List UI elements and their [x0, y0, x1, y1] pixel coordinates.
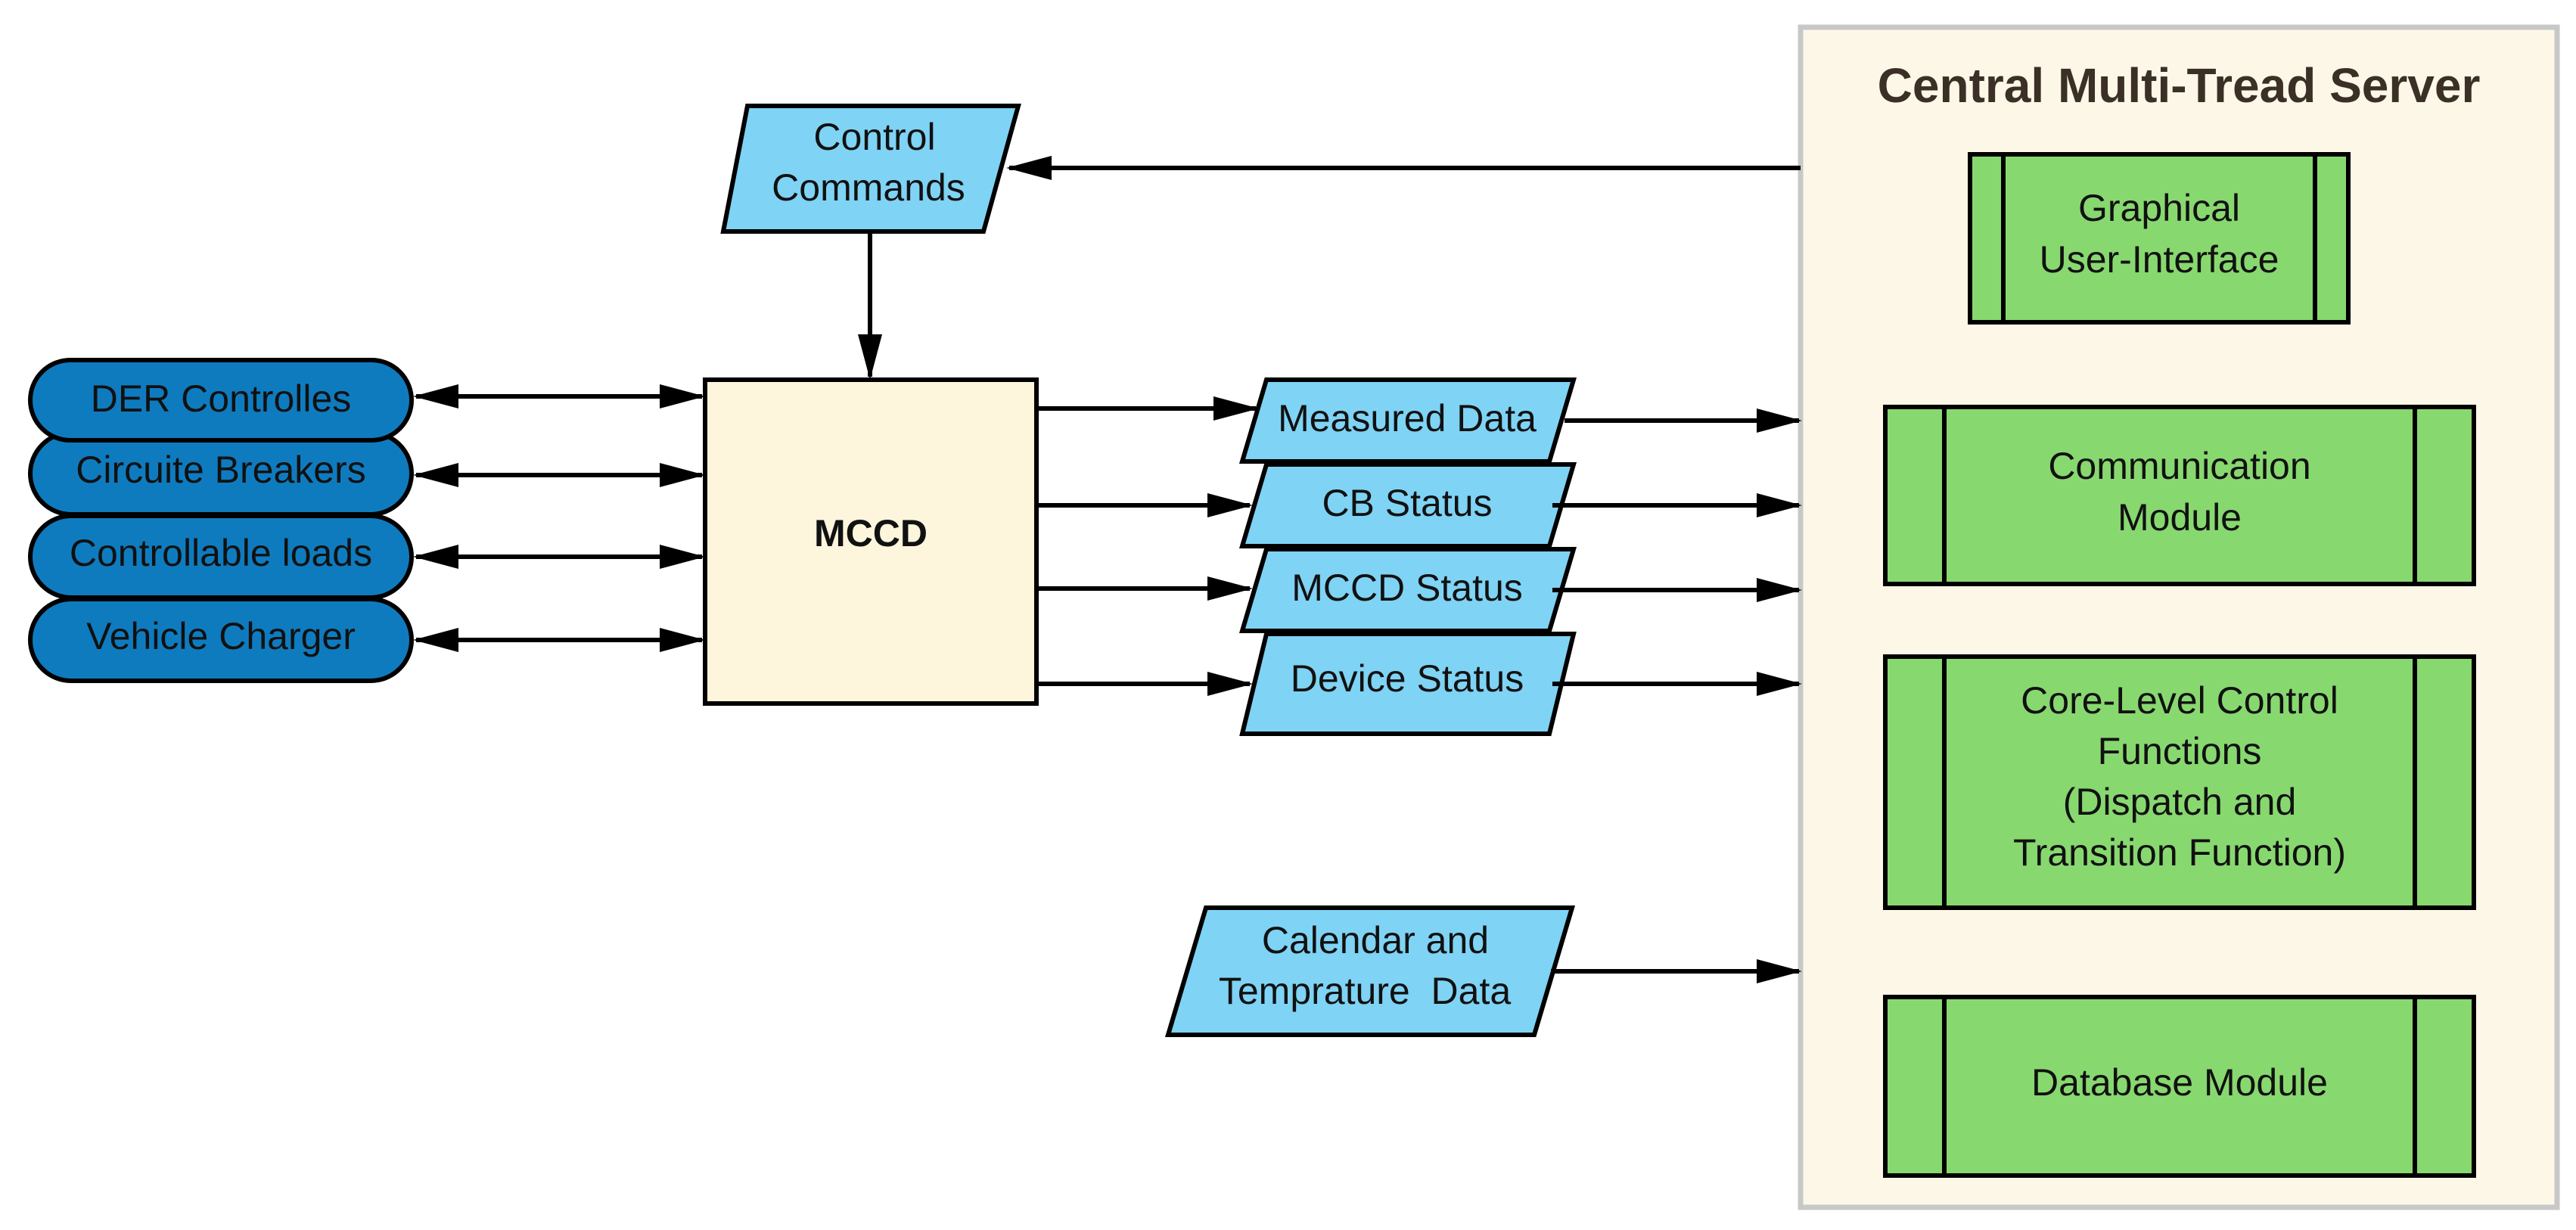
device-controllable-loads: Controllable loads — [28, 514, 414, 600]
mccd-node: MCCD — [703, 377, 1039, 706]
mccd-label: MCCD — [814, 512, 928, 554]
data-measured-data-label: Measured Data — [1278, 397, 1537, 440]
device-circuit-breakers: Circuite Breakers — [28, 430, 414, 517]
data-device-status: Device Status — [1239, 632, 1577, 736]
module-gui-label-line1: Graphical — [2078, 187, 2240, 229]
calendar-label-line2: Temprature Data — [1219, 970, 1511, 1012]
calendar-temperature-node: Calendar and Temprature Data — [1164, 905, 1576, 1037]
data-mccd-status: MCCD Status — [1238, 547, 1577, 633]
control-commands-label-line1: Control — [813, 116, 935, 158]
data-cb-status: CB Status — [1238, 462, 1577, 548]
device-der-controllers-label: DER Controlles — [91, 377, 352, 420]
module-communication-label-line2: Module — [2118, 496, 2242, 539]
device-circuit-breakers-label: Circuite Breakers — [76, 449, 365, 491]
module-gui-label-line2: User-Interface — [2040, 238, 2279, 281]
device-der-controllers: DER Controlles — [28, 358, 414, 443]
module-core-label-line1: Core-Level Control — [2021, 679, 2338, 722]
module-database: Database Module — [1883, 995, 2476, 1178]
device-controllable-loads-label: Controllable loads — [70, 532, 372, 574]
module-database-label: Database Module — [2031, 1061, 2328, 1104]
control-commands-label-line2: Commands — [772, 166, 965, 209]
data-cb-status-label: CB Status — [1322, 482, 1492, 524]
module-communication-label-line1: Communication — [2048, 445, 2310, 487]
module-core-label-line2: Functions — [2098, 730, 2262, 772]
module-communication: Communication Module — [1883, 405, 2476, 586]
module-core-level-control: Core-Level Control Functions (Dispatch a… — [1883, 654, 2476, 910]
device-vehicle-charger: Vehicle Charger — [28, 597, 414, 683]
calendar-label-line1: Calendar and — [1262, 919, 1489, 961]
data-device-status-label: Device Status — [1291, 657, 1524, 700]
module-core-label-line3: (Dispatch and — [2063, 781, 2297, 823]
data-mccd-status-label: MCCD Status — [1291, 567, 1523, 609]
data-measured-data: Measured Data — [1238, 377, 1577, 464]
central-server-title: Central Multi-Tread Server — [1878, 58, 2481, 113]
connectors — [413, 156, 1802, 983]
device-vehicle-charger-label: Vehicle Charger — [86, 615, 356, 657]
module-graphical-user-interface: Graphical User-Interface — [1968, 152, 2351, 325]
control-commands-node: Control Commands — [720, 104, 1021, 234]
module-core-label-line4: Transition Function) — [2013, 831, 2346, 874]
